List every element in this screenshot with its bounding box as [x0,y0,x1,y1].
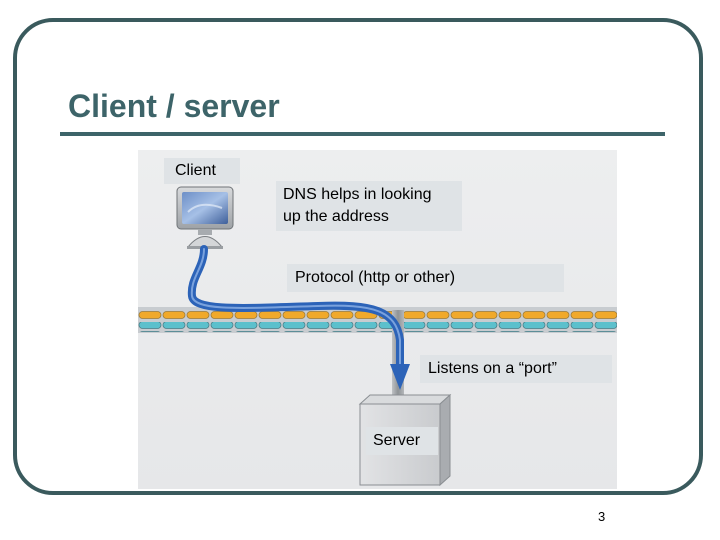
protocol-label: Protocol (http or other) [287,264,564,292]
network-lane-teal [138,322,617,332]
dns-label: DNS helps in looking up the address [276,181,462,231]
client-server-diagram: Client DNS helps in looking up the addre… [138,150,617,489]
slide-frame [13,18,703,495]
server-label: Server [366,427,438,455]
dns-label-line2: up the address [283,208,389,225]
client-label: Client [164,158,240,184]
page-number: 3 [598,509,606,524]
port-label: Listens on a “port” [420,355,612,383]
connection-arrowhead [390,364,410,390]
computer-monitor-icon [176,186,234,249]
connection-path-highlight [190,248,401,369]
slide-title: Client / server [68,88,280,124]
title-underline [60,132,665,136]
dns-label-line1: DNS helps in looking [283,186,432,203]
